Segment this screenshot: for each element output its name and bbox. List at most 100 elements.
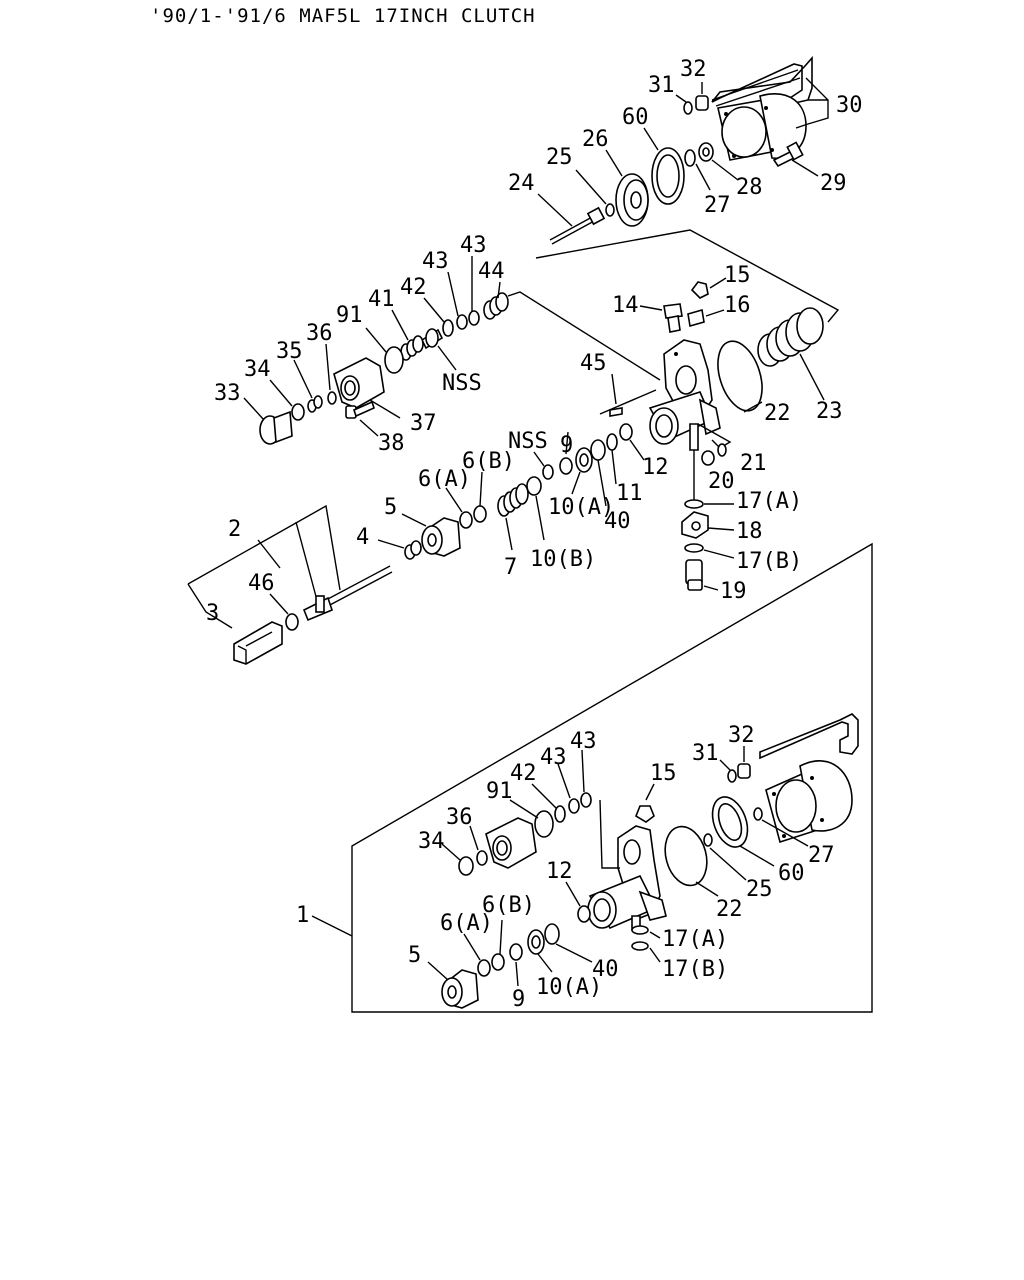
label-9: 9 <box>560 433 573 458</box>
kit-part-27 <box>753 807 763 821</box>
label-46: 46 <box>248 571 275 596</box>
part-60-seal <box>651 147 685 205</box>
part-32 <box>695 95 709 111</box>
label-25: 25 <box>546 145 573 170</box>
label-60-kit: 60 <box>778 861 805 886</box>
label-27-kit: 27 <box>808 843 835 868</box>
label-17b: 17(B) <box>736 549 802 574</box>
label-45: 45 <box>580 351 607 376</box>
label-6b-kit: 6(B) <box>482 893 535 918</box>
part-nss-valve <box>420 328 444 350</box>
label-12-kit: 12 <box>546 859 573 884</box>
label-6a-kit: 6(A) <box>440 911 493 936</box>
part-24-pushrod <box>549 206 606 245</box>
label-36-kit: 36 <box>446 805 473 830</box>
part-25 <box>605 203 615 217</box>
part-23-boot <box>757 307 824 367</box>
label-26: 26 <box>582 127 609 152</box>
kit-part-17a <box>631 925 649 935</box>
label-34-kit: 34 <box>418 829 445 854</box>
label-15-kit: 15 <box>650 761 677 786</box>
label-14: 14 <box>612 293 639 318</box>
part-46 <box>285 613 299 631</box>
kit-master-cylinder-body <box>587 825 667 931</box>
label-22-kit: 22 <box>716 897 743 922</box>
label-10b: 10(B) <box>530 547 596 572</box>
kit-part-42 <box>554 805 566 823</box>
label-4: 4 <box>356 525 369 550</box>
part-28-nut <box>698 142 714 162</box>
kit-part-9 <box>509 943 523 961</box>
part-38-bolt <box>345 400 375 419</box>
diagram-title: '90/1-'91/6 MAF5L 17INCH CLUTCH <box>150 5 536 27</box>
label-44: 44 <box>478 259 505 284</box>
kit-part-22-oring <box>664 825 708 887</box>
part-14-bleeder <box>663 303 683 333</box>
label-19: 19 <box>720 579 747 604</box>
label-38: 38 <box>378 431 405 456</box>
label-31: 31 <box>648 73 675 98</box>
part-44-spring <box>483 292 509 320</box>
label-3: 3 <box>206 601 219 626</box>
part-12 <box>619 423 633 441</box>
part-17a <box>684 499 704 509</box>
kit-part-17b <box>631 941 649 951</box>
part-37-cover <box>333 357 385 409</box>
label-33: 33 <box>214 381 241 406</box>
part-18-union <box>681 511 709 539</box>
part-9-ring <box>559 457 573 475</box>
label-43-kit: 43 <box>540 745 567 770</box>
label-11: 11 <box>616 481 643 506</box>
part-4-boot <box>404 540 422 560</box>
kit-part-15-cap <box>635 805 655 823</box>
kit-part-6b <box>491 953 505 971</box>
label-60: 60 <box>622 105 649 130</box>
label-27: 27 <box>704 193 731 218</box>
part-nss-ring <box>542 464 554 480</box>
kit-1-outline <box>351 542 873 1013</box>
label-10a: 10(A) <box>548 495 614 520</box>
label-91-kit: 91 <box>486 779 513 804</box>
part-11 <box>606 433 618 451</box>
label-1: 1 <box>296 903 309 928</box>
part-22-oring <box>717 340 763 412</box>
label-43: 43 <box>422 249 449 274</box>
label-28: 28 <box>736 175 763 200</box>
part-42 <box>442 319 454 337</box>
label-6b: 6(B) <box>462 449 515 474</box>
part-34 <box>291 403 305 421</box>
kit-part-5-piston <box>441 969 479 1009</box>
part-17b <box>684 543 704 553</box>
label-nss-upper: NSS <box>442 371 482 396</box>
label-37: 37 <box>410 411 437 436</box>
label-42-kit: 42 <box>510 761 537 786</box>
label-6a: 6(A) <box>418 467 471 492</box>
label-5-kit: 5 <box>408 943 421 968</box>
label-41: 41 <box>368 287 395 312</box>
part-26-piston <box>615 173 649 227</box>
label-42: 42 <box>400 275 427 300</box>
label-2: 2 <box>228 517 241 542</box>
label-9-kit: 9 <box>512 987 525 1012</box>
kit-part-36 <box>476 850 488 866</box>
part-6a <box>459 511 473 529</box>
label-40-kit: 40 <box>592 957 619 982</box>
label-21: 21 <box>740 451 767 476</box>
label-30: 30 <box>836 93 863 118</box>
label-22: 22 <box>764 401 791 426</box>
part-29-bolt <box>772 141 804 168</box>
kit-part-34 <box>458 856 474 876</box>
label-17a: 17(A) <box>736 489 802 514</box>
label-43-kit-top: 43 <box>570 729 597 754</box>
part-7-spring <box>497 483 529 517</box>
part-master-cylinder-body <box>648 339 721 451</box>
kit-part-32 <box>737 763 751 779</box>
label-91: 91 <box>336 303 363 328</box>
kit-booster-shell <box>759 713 859 844</box>
label-40: 40 <box>604 509 631 534</box>
label-34: 34 <box>244 357 271 382</box>
label-25-kit: 25 <box>746 877 773 902</box>
label-23: 23 <box>816 399 843 424</box>
part-30-booster-shell <box>711 55 813 161</box>
